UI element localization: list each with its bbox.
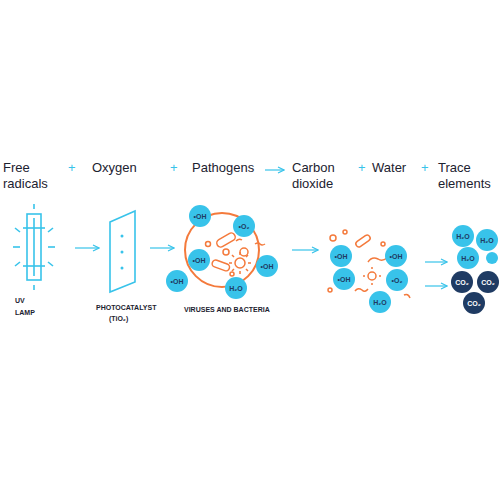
molecule-label: •O₂ bbox=[238, 223, 249, 230]
formula-term: Pathogens bbox=[192, 160, 254, 176]
plus-sign: + bbox=[421, 160, 429, 176]
formula-term: Free radicals bbox=[3, 160, 63, 191]
molecule-label: H₂O bbox=[229, 285, 243, 292]
molecule-circle: •OH bbox=[189, 205, 211, 227]
molecule-label: H₂O bbox=[480, 237, 494, 244]
molecule-circle: •OH bbox=[256, 255, 278, 277]
molecule-circle: H₂O bbox=[457, 247, 479, 269]
part-label: PHOTOCATALYST bbox=[96, 304, 156, 312]
part-label: (TiO₂) bbox=[109, 315, 128, 323]
formula-term: Carbon dioxide bbox=[292, 160, 352, 191]
molecule-label: •OH bbox=[390, 253, 403, 260]
formula-term: Water bbox=[372, 160, 406, 176]
molecule-circle: •OH bbox=[188, 249, 210, 271]
molecule-circle: H₂O bbox=[476, 229, 498, 251]
molecule-circle: H₂O bbox=[225, 277, 247, 299]
molecule-circle: H₂O bbox=[369, 291, 391, 313]
molecule-label: •OH bbox=[338, 276, 351, 283]
molecule-circle: H₂O bbox=[452, 225, 474, 247]
part-label: UV bbox=[15, 297, 25, 305]
part-label: VIRUSES AND BACTERIA bbox=[184, 306, 270, 314]
plus-sign: + bbox=[358, 160, 366, 176]
formula-term: Oxygen bbox=[92, 160, 137, 176]
molecule-label: •OH bbox=[193, 257, 206, 264]
molecule-label: •OH bbox=[194, 213, 207, 220]
molecule-label: •OH bbox=[171, 278, 184, 285]
molecule-label: •OH bbox=[335, 253, 348, 260]
molecule-label: CO₂ bbox=[481, 279, 495, 286]
molecule-label: H₂O bbox=[373, 299, 387, 306]
molecule-circle: •OH bbox=[385, 245, 407, 267]
molecule-circle: •OH bbox=[330, 245, 352, 267]
molecule-label: CO₂ bbox=[455, 279, 469, 286]
molecule-label: •O₂ bbox=[391, 277, 402, 284]
plus-sign: + bbox=[68, 160, 76, 176]
plus-sign: + bbox=[170, 160, 178, 176]
molecule-circle: •O₂ bbox=[233, 215, 255, 237]
molecule-circle: CO₂ bbox=[451, 271, 473, 293]
molecule-circle: •OH bbox=[333, 268, 355, 290]
molecule-label: •OH bbox=[261, 263, 274, 270]
molecule-label: H₂O bbox=[456, 233, 470, 240]
molecule-circle: •OH bbox=[166, 270, 188, 292]
molecule-circle: CO₂ bbox=[463, 292, 485, 314]
molecule-label: H₂O bbox=[461, 255, 475, 262]
molecule-label: CO₂ bbox=[467, 300, 481, 307]
formula-term: Trace elements bbox=[438, 160, 496, 191]
molecule-circle: •O₂ bbox=[386, 269, 408, 291]
part-label: LAMP bbox=[15, 309, 35, 317]
molecule-circle: CO₂ bbox=[477, 271, 499, 293]
